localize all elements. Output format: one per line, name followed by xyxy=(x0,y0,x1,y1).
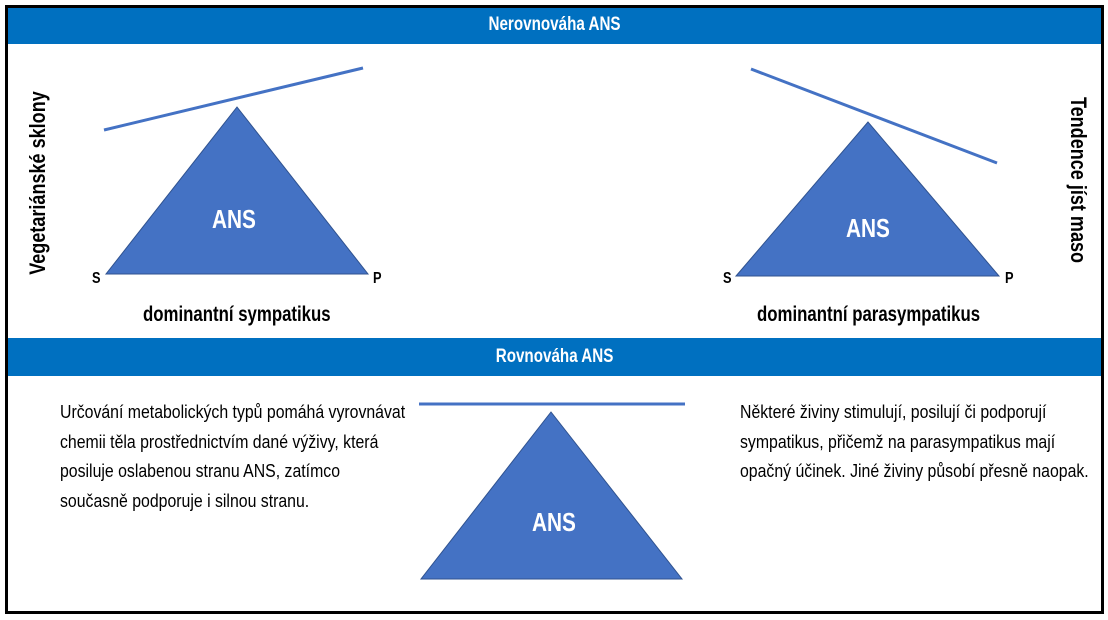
left-p-label: P xyxy=(373,270,382,287)
right-balance-beam xyxy=(750,67,998,165)
right-triangle xyxy=(734,121,1001,277)
imbalance-header: Nerovnováha ANS xyxy=(8,8,1101,44)
bottom-triangle-label: ANS xyxy=(532,507,576,537)
left-explanation: Určování metabolických typů pomáhá vyrov… xyxy=(60,402,406,511)
right-side-label: Tendence jíst maso xyxy=(1066,96,1091,264)
balance-header-text: Rovnováha ANS xyxy=(495,346,614,367)
left-caption: dominantní sympatikus xyxy=(143,303,331,326)
right-s-label: S xyxy=(723,270,732,287)
imbalance-header-text: Nerovnováha ANS xyxy=(488,14,621,35)
right-caption: dominantní parasympatikus xyxy=(757,303,981,326)
balance-header: Rovnováha ANS xyxy=(8,338,1101,376)
right-p-label: P xyxy=(1005,270,1014,287)
right-triangle-label: ANS xyxy=(846,213,890,243)
left-triangle xyxy=(104,106,370,275)
left-balance-beam xyxy=(103,66,364,132)
left-triangle-label: ANS xyxy=(212,204,256,234)
bottom-triangle xyxy=(419,411,684,580)
left-s-label: S xyxy=(92,270,101,287)
right-explanation: Některé živiny stimulují, posilují či po… xyxy=(740,402,1089,481)
left-side-label: Vegetariánské sklony xyxy=(25,91,50,275)
